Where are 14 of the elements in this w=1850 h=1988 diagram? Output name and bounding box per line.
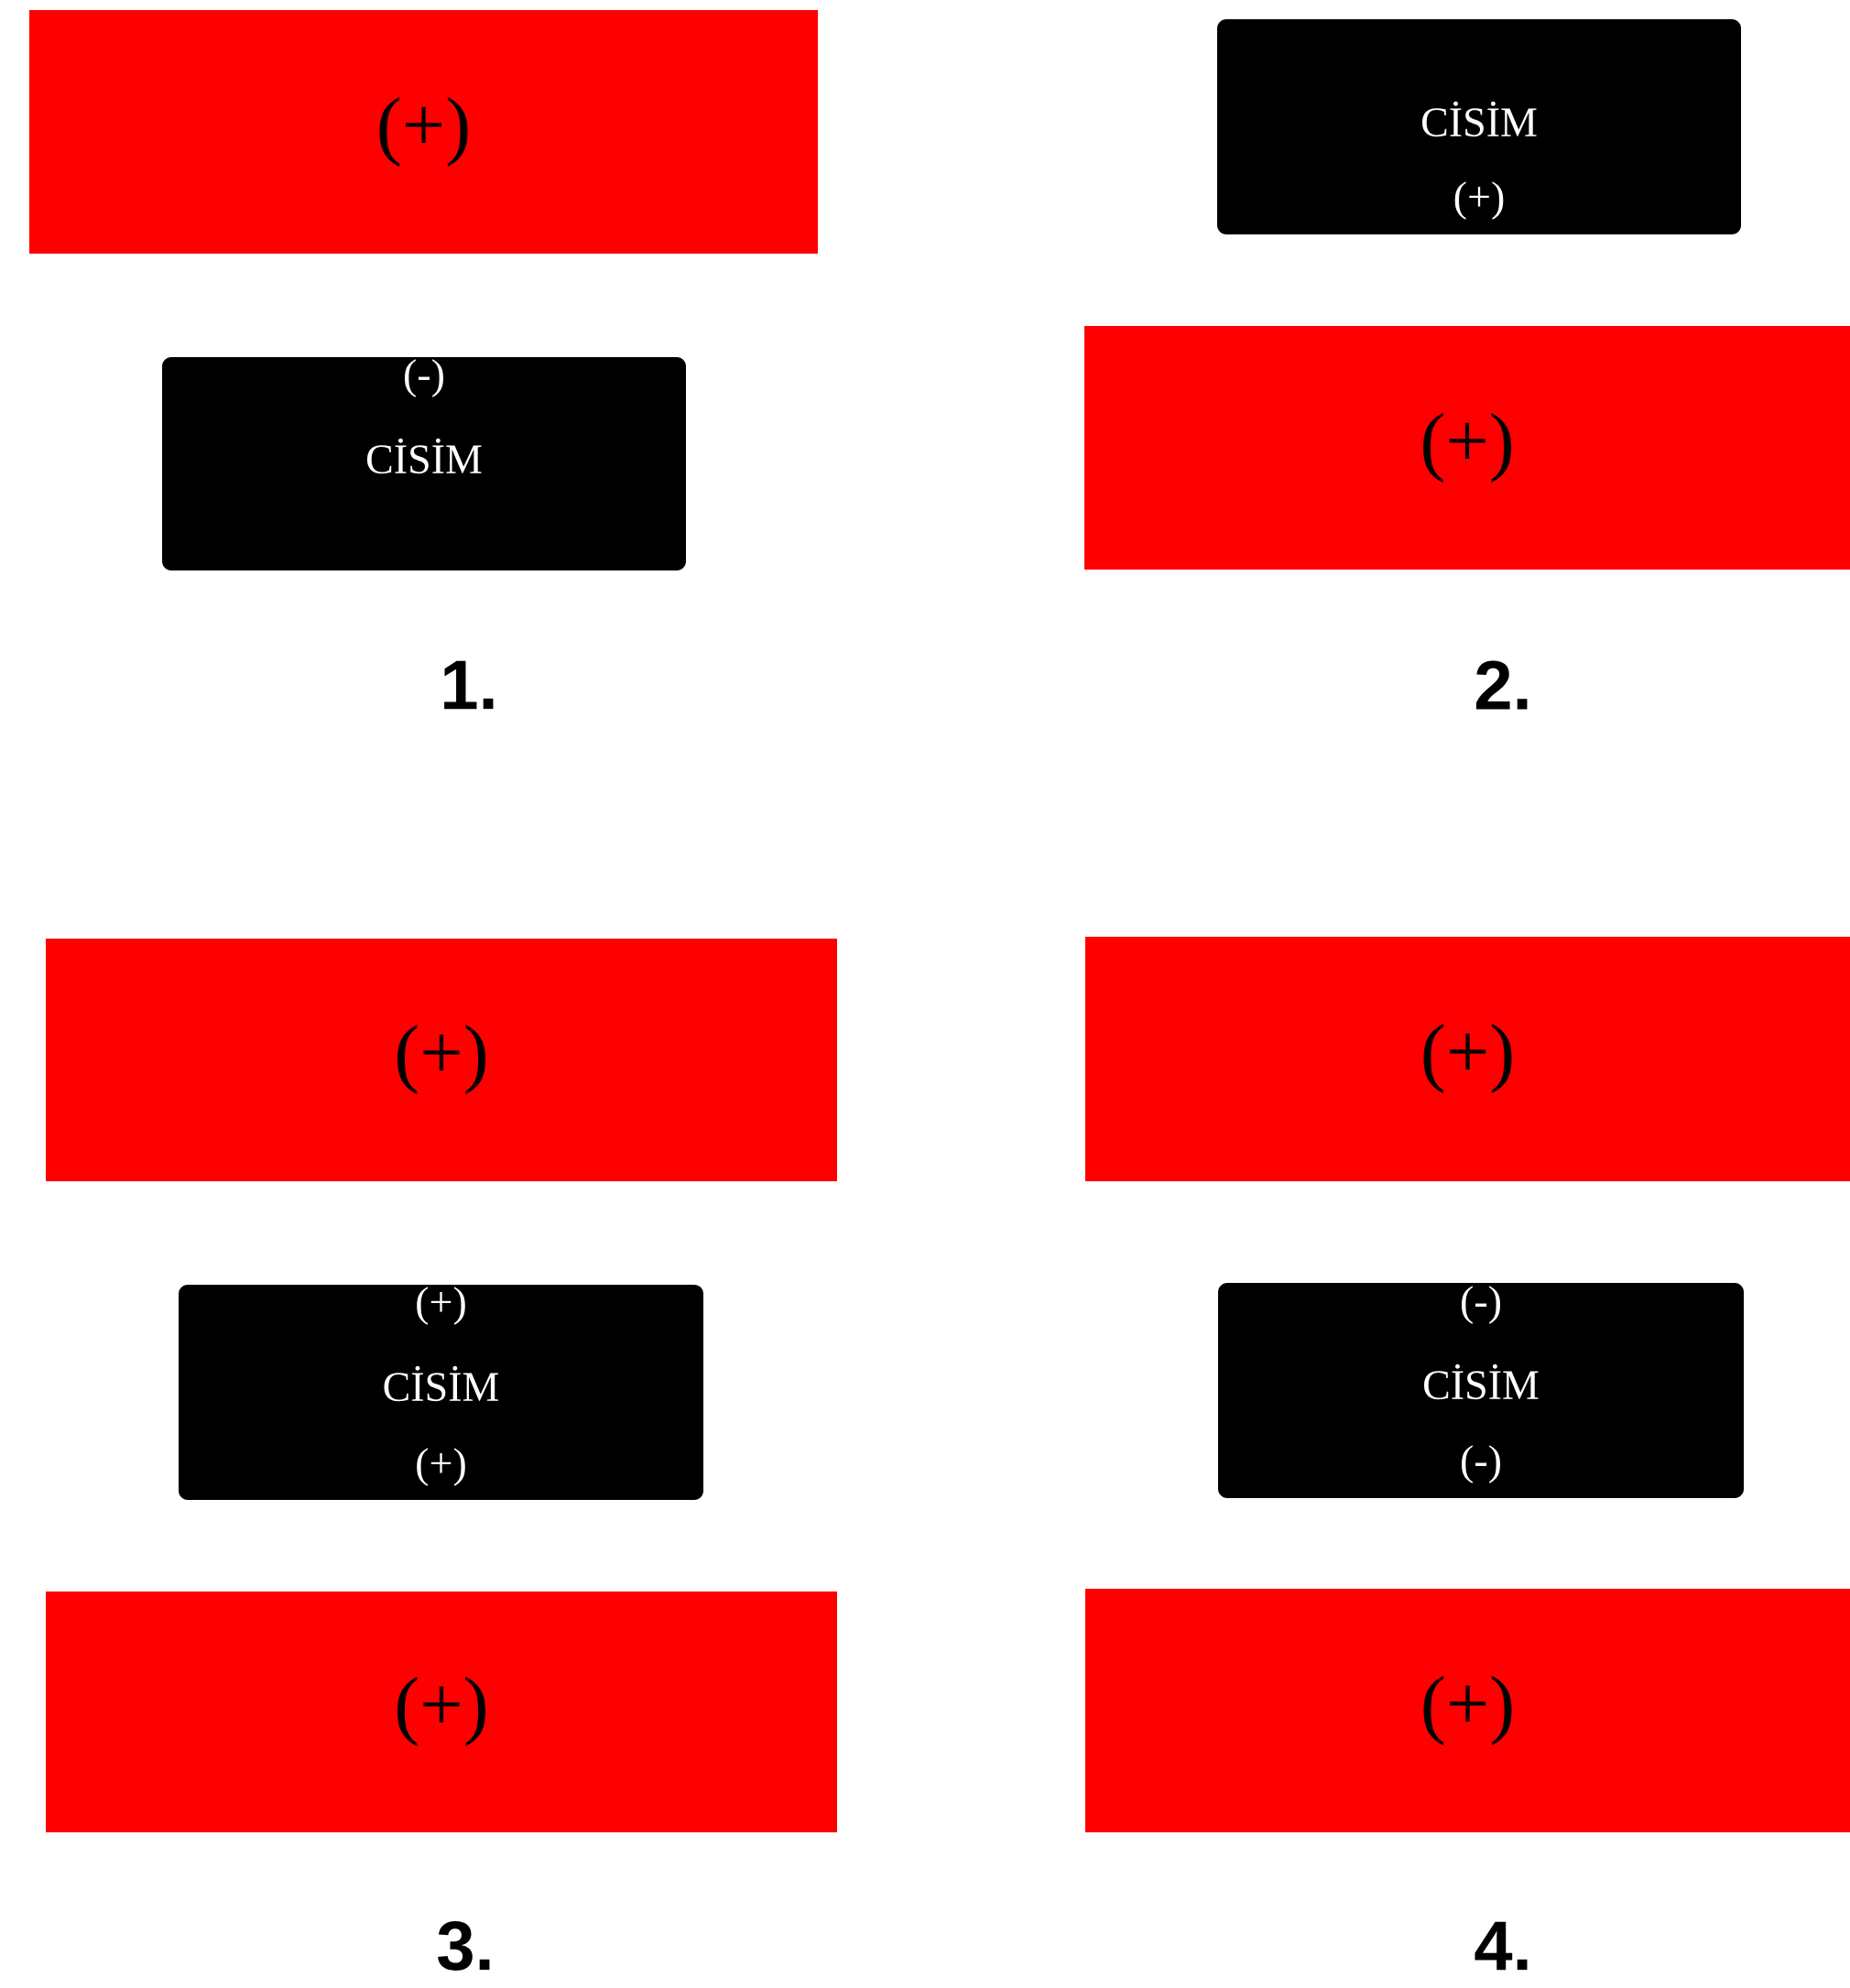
charged-plate: (+)	[29, 10, 818, 254]
charged-body: (-) CİSİM (-)	[1218, 1283, 1744, 1498]
panel-number: 3.	[438, 1921, 490, 1971]
panel-number: 2.	[1475, 660, 1528, 710]
charged-body: (+) CİSİM (+)	[179, 1285, 703, 1500]
charged-plate: (+)	[1085, 937, 1850, 1181]
charged-body: CİSİM (+)	[1217, 19, 1741, 234]
charged-body: (-) CİSİM	[162, 357, 686, 570]
charged-plate: (+)	[1085, 1589, 1850, 1832]
charged-plate: (+)	[46, 939, 837, 1181]
panel-number: 1.	[444, 660, 494, 710]
charged-plate: (+)	[46, 1591, 837, 1832]
panel-number: 4.	[1475, 1921, 1528, 1971]
charged-plate: (+)	[1084, 326, 1850, 570]
